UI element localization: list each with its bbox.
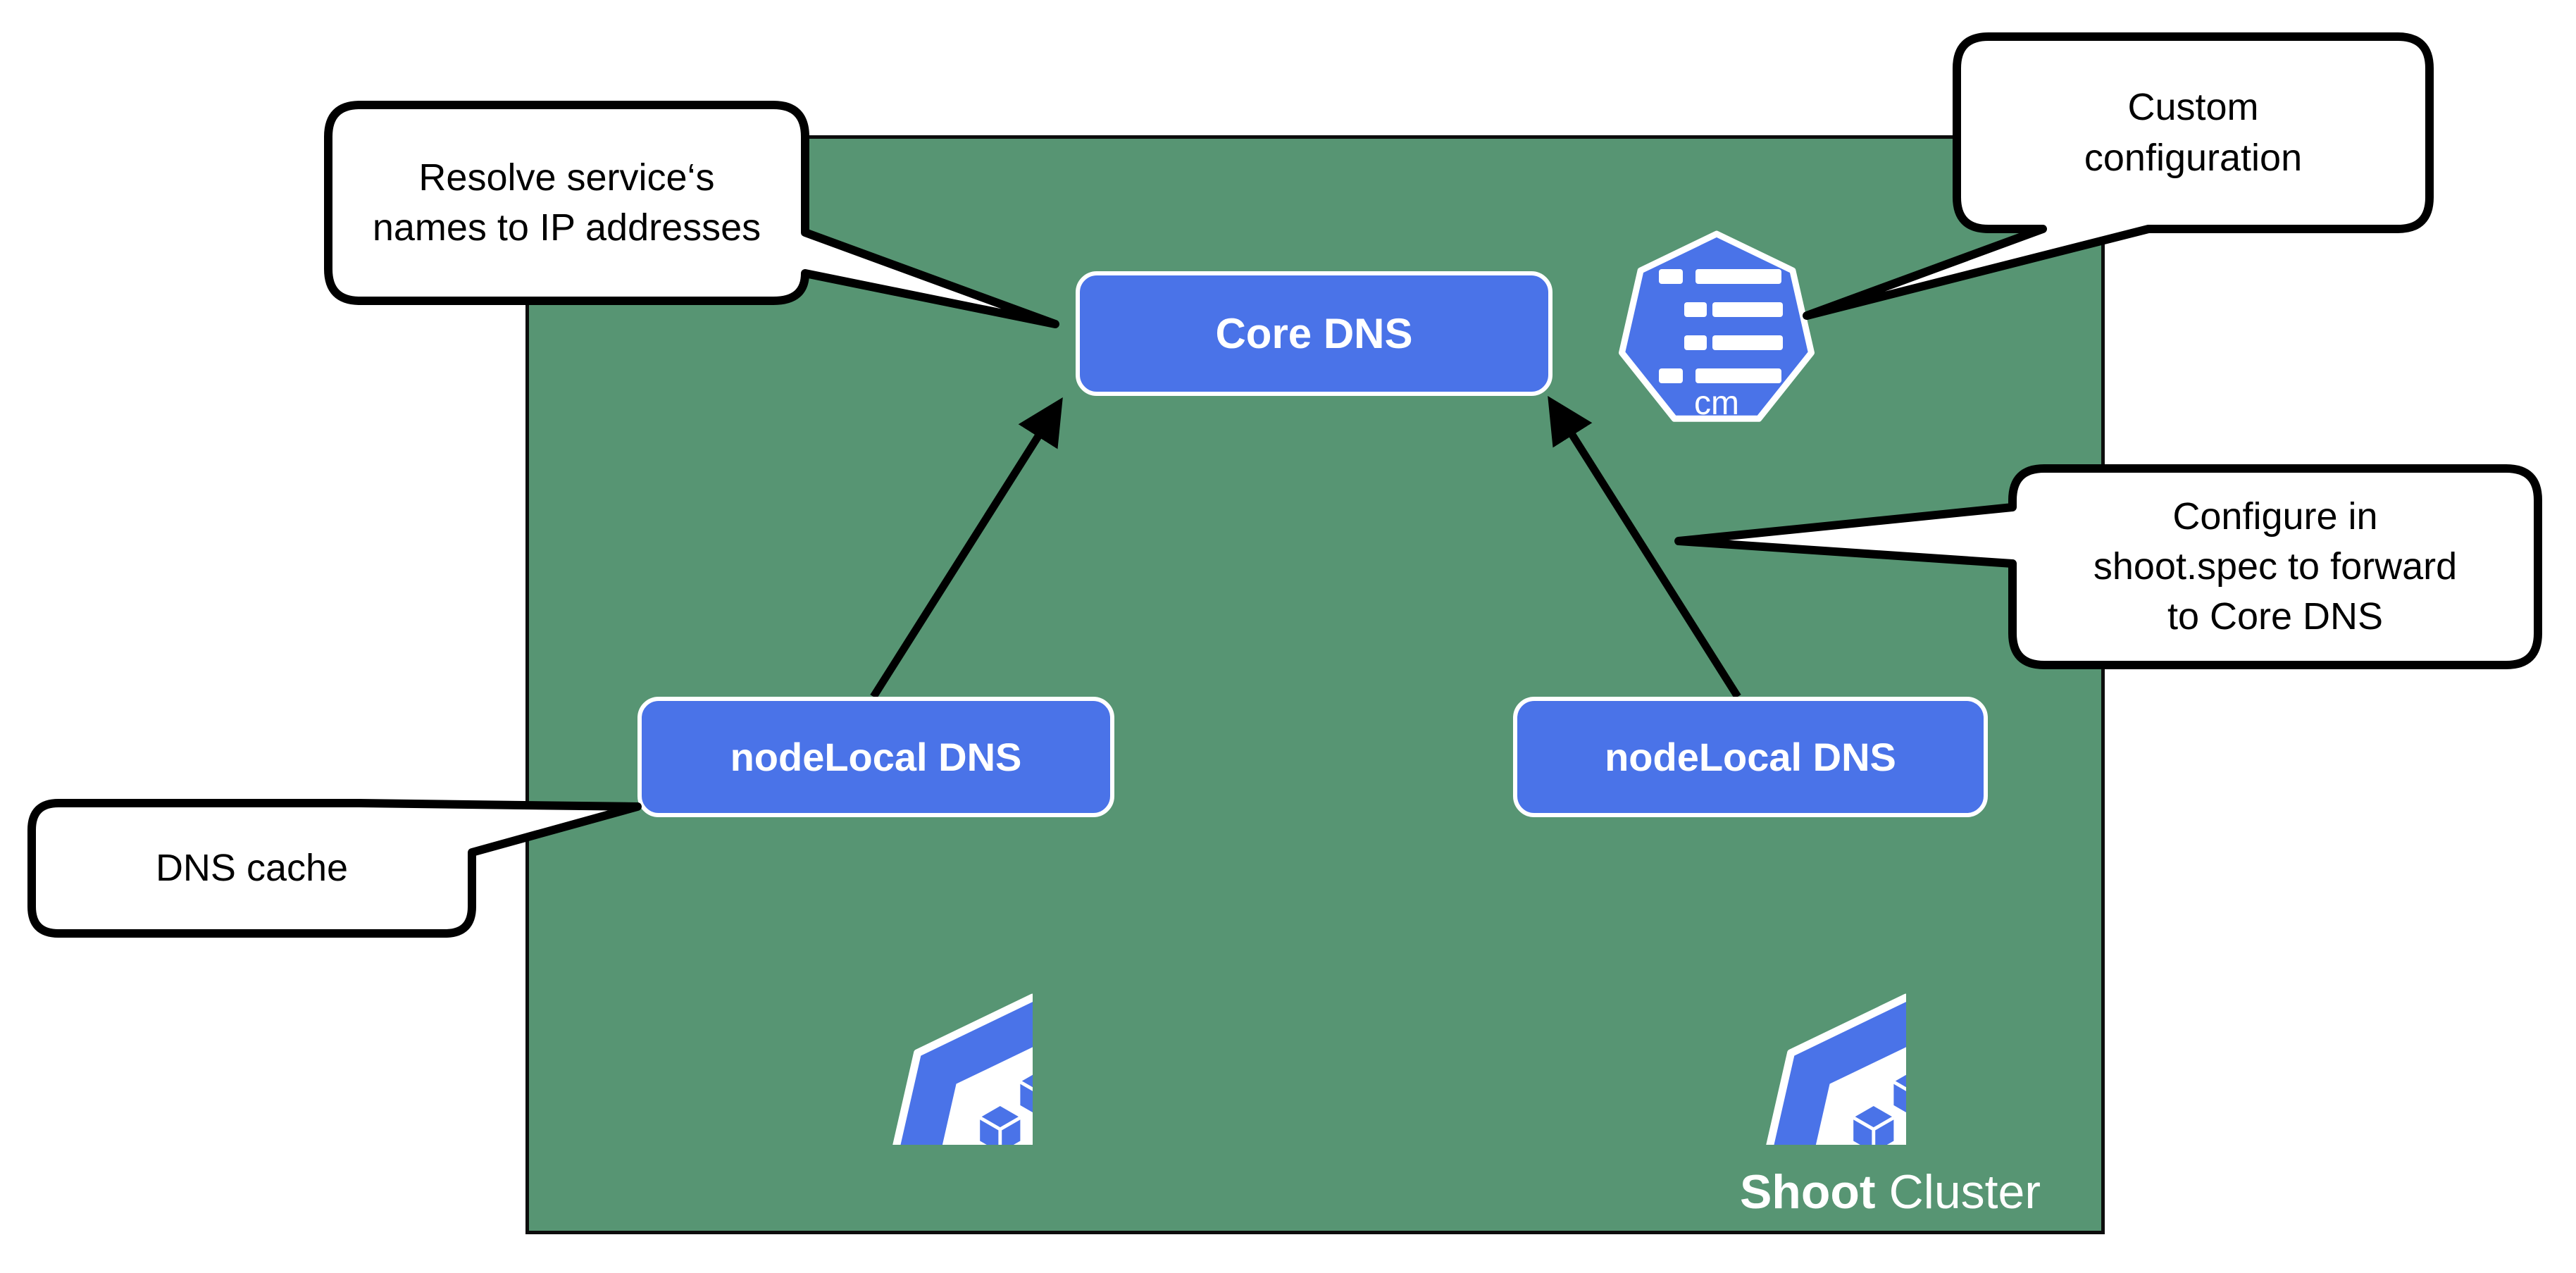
kubernetes-node-icon-right: [1596, 835, 1906, 1145]
callout-configure-text: Configure in shoot.spec to forward to Co…: [2093, 495, 2458, 638]
nodelocal-dns-box-left: nodeLocal DNS: [637, 697, 1114, 817]
callout-dns-cache-bubble: [27, 799, 642, 938]
callout-resolve-text: Resolve service‘s names to IP addresses: [372, 156, 761, 249]
callout-custom-bubble: [1803, 32, 2434, 320]
configmap-icon-label: cm: [1694, 385, 1739, 422]
callout-configure-shoot-spec: Configure in shoot.spec to forward to Co…: [1662, 451, 2564, 704]
nodelocal-dns-left-label: nodeLocal DNS: [730, 735, 1022, 779]
callout-custom-text: Custom configuration: [2084, 86, 2303, 179]
cluster-label-regular: Cluster: [1889, 1165, 2041, 1219]
cluster-label-bold: Shoot: [1739, 1165, 1876, 1219]
core-dns-box: Core DNS: [1076, 271, 1553, 396]
callout-dns-cache: DNS cache: [21, 747, 697, 958]
nodelocal-dns-right-label: nodeLocal DNS: [1605, 735, 1896, 779]
callout-custom-configuration: Custom configuration: [1782, 21, 2458, 338]
kubernetes-node-icon-left: [723, 835, 1033, 1145]
callout-resolve-bubble: [324, 101, 1059, 328]
callout-resolve-services: Resolve service‘s names to IP addresses: [310, 92, 1099, 373]
callout-configure-bubble: [1674, 464, 2542, 669]
configmap-list-lines: [1659, 269, 1783, 383]
nodelocal-dns-box-right: nodeLocal DNS: [1513, 697, 1988, 817]
core-dns-label: Core DNS: [1215, 310, 1413, 357]
configmap-icon: cm: [1619, 230, 1815, 422]
callout-dns-cache-text: DNS cache: [155, 846, 349, 889]
